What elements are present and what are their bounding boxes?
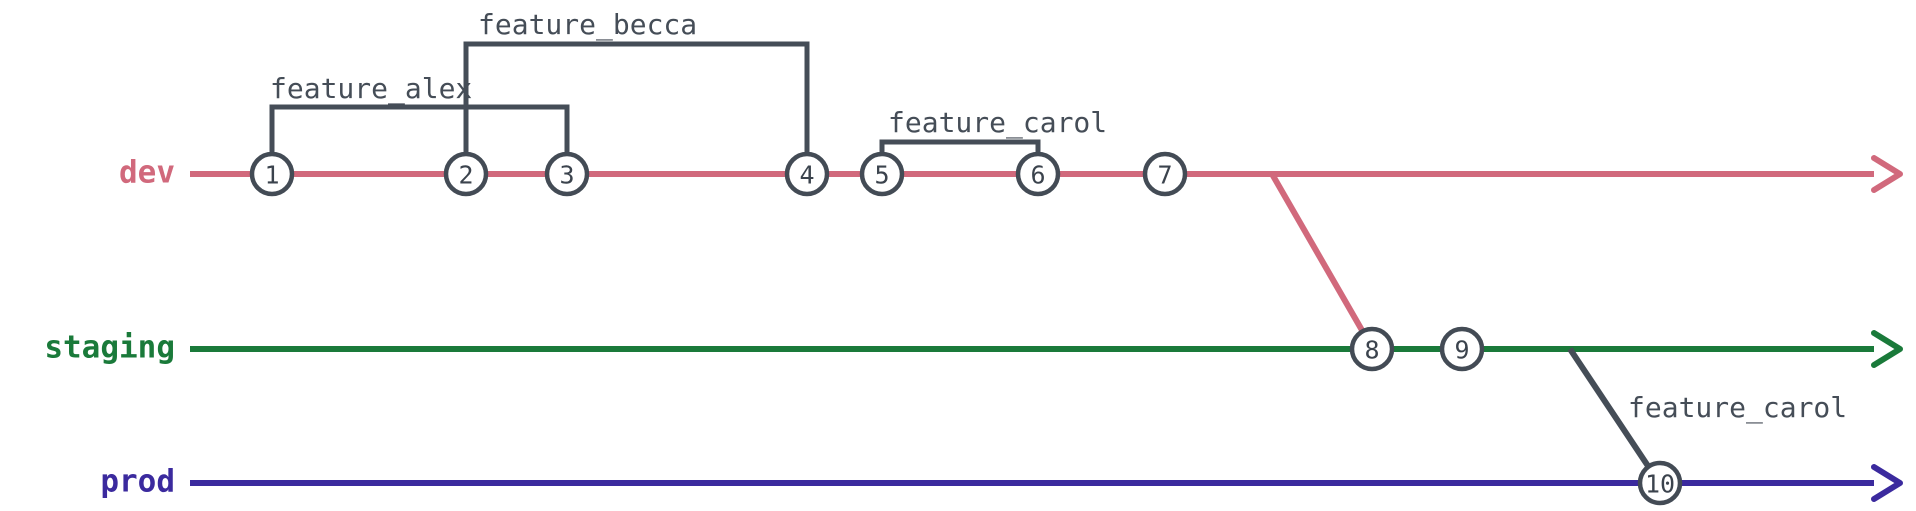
- feature-brackets-group: [269, 41, 1041, 154]
- commit-number-c8: 8: [1364, 336, 1379, 365]
- commit-circle-c9[interactable]: [1439, 326, 1485, 372]
- commit-node-c4[interactable]: 4: [784, 151, 830, 197]
- branch-labels-group: dev staging prod: [44, 155, 175, 500]
- commit-circle-c3[interactable]: [544, 151, 590, 197]
- branch-label-dev: dev: [119, 155, 175, 191]
- feature-bracket-feature_becca: [463, 41, 810, 154]
- commit-number-c1: 1: [264, 161, 279, 190]
- commit-node-c8[interactable]: 8: [1349, 326, 1395, 372]
- commit-node-c2[interactable]: 2: [443, 151, 489, 197]
- feature-label-feature_alex: feature_alex: [270, 72, 472, 106]
- commit-node-c5[interactable]: 5: [859, 151, 905, 197]
- merge-line-dev-to-staging: [1269, 172, 1366, 334]
- commit-circle-c6[interactable]: [1015, 151, 1061, 197]
- merge-labels-group: feature_carol: [1628, 391, 1847, 425]
- merge-lines-group: [1269, 172, 1651, 468]
- staging-arrow: [1871, 330, 1903, 368]
- commit-circle-c7[interactable]: [1142, 151, 1188, 197]
- commit-node-c1[interactable]: 1: [249, 151, 295, 197]
- commit-node-c7[interactable]: 7: [1142, 151, 1188, 197]
- merge-line-staging-to-prod: [1567, 347, 1651, 468]
- commit-nodes-group: 1 2 3 4 5 6 7 8 9 10: [249, 151, 1683, 506]
- commit-node-c3[interactable]: 3: [544, 151, 590, 197]
- commit-node-c10[interactable]: 10: [1637, 460, 1683, 506]
- commit-number-c6: 6: [1030, 161, 1045, 190]
- commit-circle-c8[interactable]: [1349, 326, 1395, 372]
- commit-number-c10: 10: [1645, 470, 1675, 499]
- merge-label-staging-to-prod: feature_carol: [1628, 391, 1847, 425]
- commit-circle-c2[interactable]: [443, 151, 489, 197]
- feature-label-feature_carol_dev: feature_carol: [888, 106, 1107, 140]
- branch-lines-group: [190, 155, 1903, 502]
- feature-bracket-feature_carol_dev: [879, 139, 1041, 154]
- commit-number-c4: 4: [799, 161, 814, 190]
- commit-circle-c5[interactable]: [859, 151, 905, 197]
- prod-arrow: [1871, 464, 1903, 502]
- commit-node-c9[interactable]: 9: [1439, 326, 1485, 372]
- commit-circle-c4[interactable]: [784, 151, 830, 197]
- commit-number-c7: 7: [1157, 161, 1172, 190]
- commit-circle-c1[interactable]: [249, 151, 295, 197]
- commit-number-c5: 5: [874, 161, 889, 190]
- commit-number-c9: 9: [1454, 336, 1469, 365]
- feature-label-feature_becca: feature_becca: [478, 8, 697, 42]
- branch-label-staging: staging: [44, 330, 175, 366]
- commit-number-c2: 2: [458, 161, 473, 190]
- commit-number-c3: 3: [559, 161, 574, 190]
- commit-circle-c10[interactable]: [1637, 460, 1683, 506]
- commit-node-c6[interactable]: 6: [1015, 151, 1061, 197]
- branch-label-prod: prod: [100, 464, 175, 500]
- dev-arrow: [1871, 155, 1903, 193]
- feature-bracket-feature_alex: [269, 104, 570, 154]
